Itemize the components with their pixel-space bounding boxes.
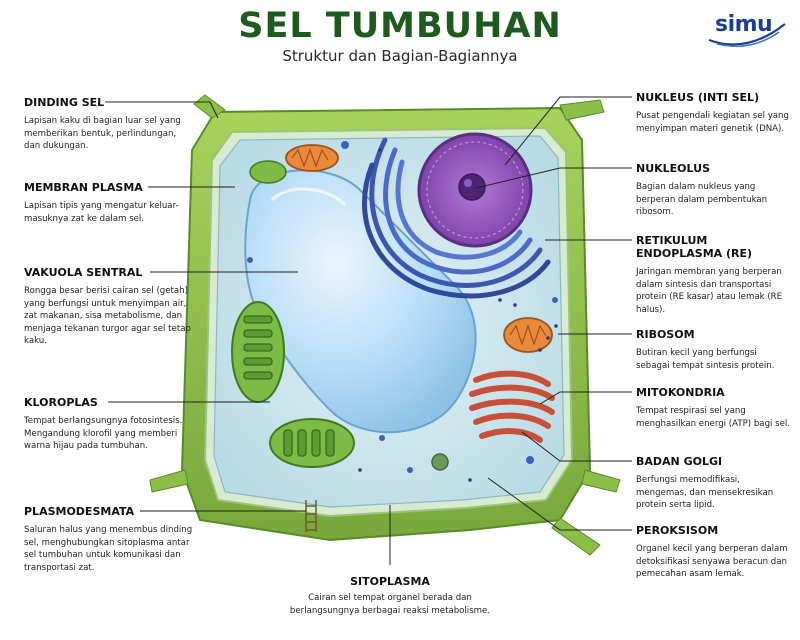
golgi-apparatus: [469, 370, 555, 443]
chloroplast: [231, 301, 285, 403]
label-desc: Bagian dalam nukleus yang berperan dalam…: [636, 182, 768, 217]
label-desc: Cairan sel tempat organel berada dan ber…: [289, 593, 491, 616]
leader-lines: [105, 96, 632, 565]
nucleolus: [458, 173, 486, 201]
endoplasmic-reticulum: [362, 137, 551, 299]
page-subtitle: Struktur dan Bagian-Bagiannya: [282, 47, 518, 65]
label-desc: Organel kecil yang berperan dalam detoks…: [636, 544, 788, 579]
label-nukleus: NUKLEUS (INTI SEL) Pusat pengendali kegi…: [636, 91, 792, 135]
label-dinding-sel: DINDING SEL Lapisan kaku di bagian luar …: [24, 96, 194, 153]
label-title: VAKUOLA SENTRAL: [24, 266, 143, 279]
label-title: SITOPLASMA: [350, 575, 430, 588]
ribosomes: [358, 148, 558, 482]
label-title: RETIKULUM ENDOPLASMA (RE): [636, 234, 753, 260]
label-retikulum-endoplasma: RETIKULUM ENDOPLASMA (RE) Jaringan membr…: [636, 234, 792, 316]
label-membran-plasma: MEMBRAN PLASMA Lapisan tipis yang mengat…: [24, 181, 194, 225]
label-desc: Lapisan tipis yang mengatur keluar-masuk…: [24, 201, 179, 224]
label-desc: Butiran kecil yang berfungsi sebagai tem…: [636, 348, 775, 371]
label-title: MEMBRAN PLASMA: [24, 181, 143, 194]
label-desc: Berfungsi memodifikasi, mengemas, dan me…: [636, 475, 774, 510]
vesicles: [247, 141, 558, 473]
label-sitoplasma: SITOPLASMA Cairan sel tempat organel ber…: [275, 575, 505, 617]
label-desc: Tempat respirasi sel yang menghasilkan e…: [636, 406, 791, 429]
label-desc: Jaringan membran yang berperan dalam sin…: [636, 267, 783, 315]
plasmodesmata: [305, 500, 317, 532]
label-title: PLASMODESMATA: [24, 505, 135, 518]
peroxisome: [431, 453, 449, 471]
label-nukleolus: NUKLEOLUS Bagian dalam nukleus yang berp…: [636, 162, 792, 219]
label-desc: Saluran halus yang menembus dinding sel,…: [24, 525, 193, 573]
page-title: SEL TUMBUHAN: [238, 6, 562, 46]
label-title: PEROKSISOM: [636, 524, 719, 537]
label-mitokondria: MITOKONDRIA Tempat respirasi sel yang me…: [636, 386, 792, 430]
label-title: MITOKONDRIA: [636, 386, 725, 399]
label-title: RIBOSOM: [636, 328, 695, 341]
logo: simu: [715, 12, 773, 37]
label-title: NUKLEUS (INTI SEL): [636, 91, 760, 104]
chloroplast: [249, 160, 287, 184]
label-desc: Tempat berlangsungnya fotosintesis. Meng…: [24, 416, 183, 451]
label-badan-golgi: BADAN GOLGI Berfungsi memodifikasi, meng…: [636, 455, 792, 512]
label-kloroplas: KLOROPLAS Tempat berlangsungnya fotosint…: [24, 396, 194, 453]
label-title: BADAN GOLGI: [636, 455, 723, 468]
label-ribosom: RIBOSOM Butiran kecil yang berfungsi seb…: [636, 328, 792, 372]
label-title: DINDING SEL: [24, 96, 105, 109]
label-title: KLOROPLAS: [24, 396, 98, 409]
label-desc: Rongga besar berisi cairan sel (getah) y…: [24, 286, 191, 346]
label-plasmodesmata: PLASMODESMATA Saluran halus yang menembu…: [24, 505, 194, 574]
mitochondria: [285, 144, 339, 172]
label-title: NUKLEOLUS: [636, 162, 711, 175]
label-peroksisom: PEROKSISOM Organel kecil yang berperan d…: [636, 524, 792, 581]
logo-swoosh-icon: [708, 23, 786, 47]
chloroplast: [269, 418, 355, 468]
label-desc: Pusat pengendali kegiatan sel yang menyi…: [636, 111, 789, 134]
label-vakuola-sentral: VAKUOLA SENTRAL Rongga besar berisi cair…: [24, 266, 194, 348]
label-desc: Lapisan kaku di bagian luar sel yang mem…: [24, 116, 181, 151]
mitochondria: [503, 317, 553, 353]
